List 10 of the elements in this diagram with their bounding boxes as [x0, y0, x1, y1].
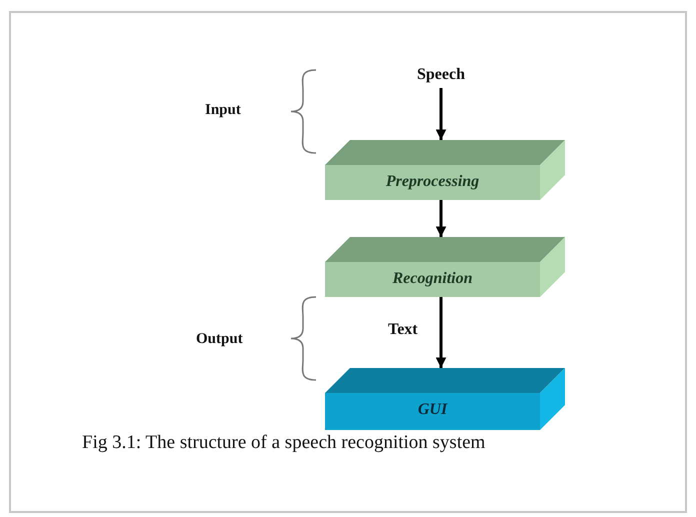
block-label: GUI — [416, 401, 449, 419]
block-label: Recognition — [391, 270, 474, 288]
input-label: Speech — [416, 66, 466, 84]
figure-caption: Fig 3.1: The structure of a speech recognition system — [82, 432, 486, 454]
arrow — [436, 88, 446, 140]
bracket-label: Output — [196, 331, 243, 348]
bracket-label: Input — [205, 102, 241, 119]
block-label: Preprocessing — [384, 173, 480, 191]
arrow — [436, 200, 446, 237]
arrow — [436, 297, 446, 368]
